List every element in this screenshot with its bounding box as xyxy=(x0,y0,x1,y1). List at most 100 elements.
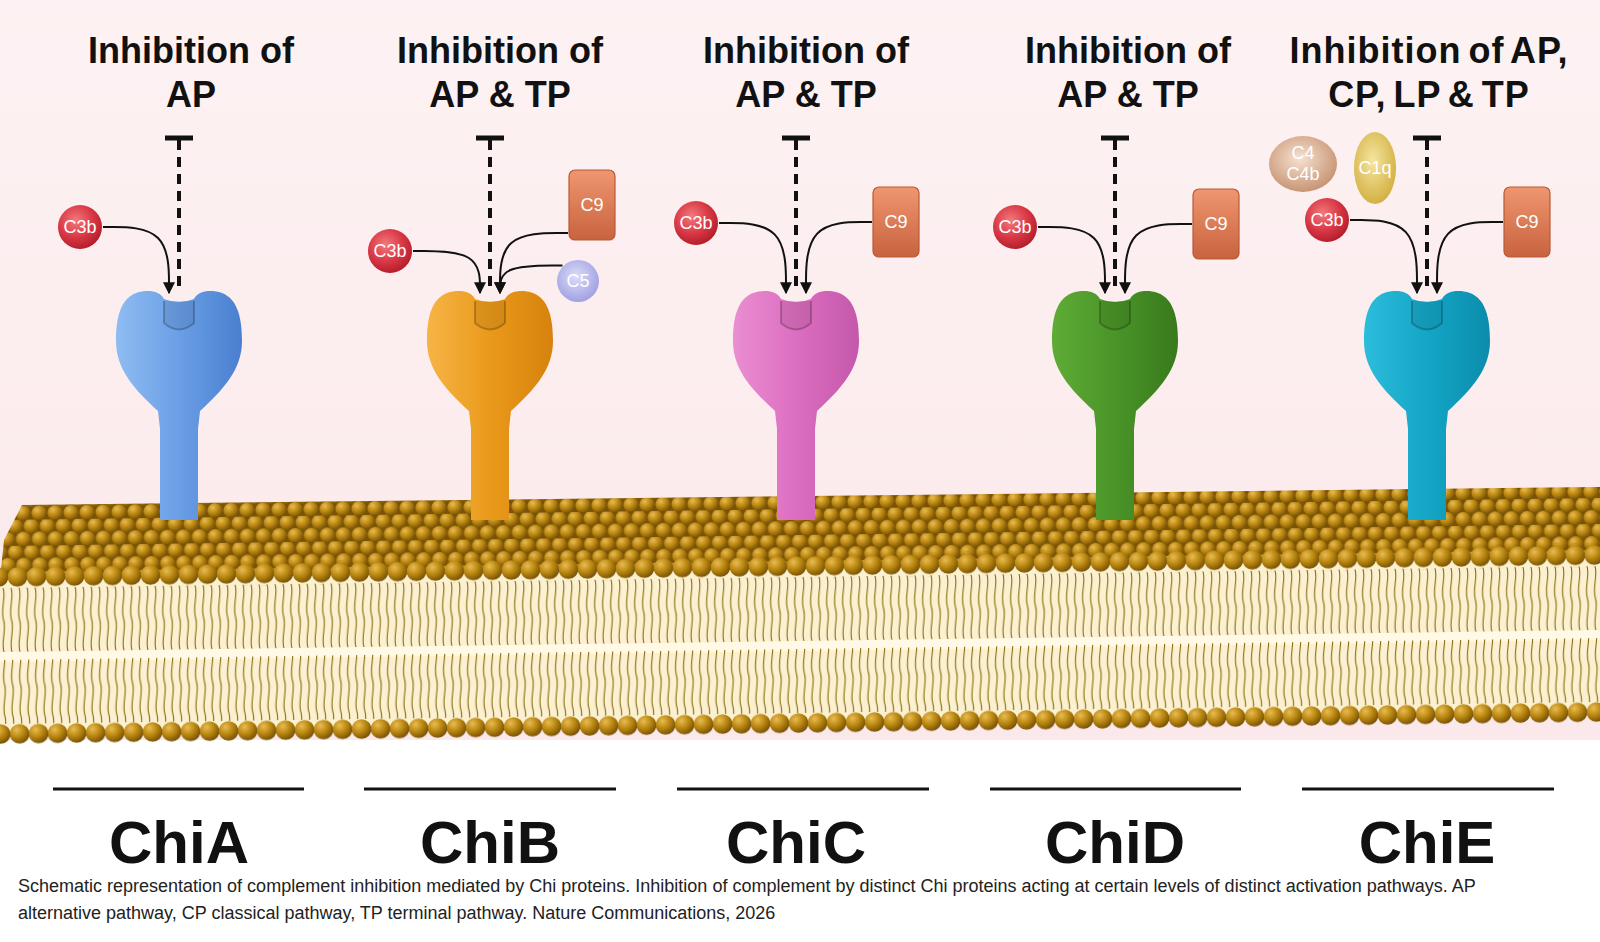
binding-arrow xyxy=(413,251,480,293)
inhibition-dashed-line xyxy=(794,140,798,290)
complement-component: C3b xyxy=(992,204,1038,250)
inhibition-bar xyxy=(1413,136,1441,141)
inhibition-bar xyxy=(476,136,504,141)
inhibition-dashed-line xyxy=(488,140,492,290)
protein-ellipse xyxy=(368,229,412,273)
protein-name: ChiE xyxy=(1297,808,1557,878)
binding-arrow xyxy=(806,222,872,293)
component-label: C9 xyxy=(884,212,907,233)
receptor-shape xyxy=(733,291,859,520)
inhibition-bar xyxy=(1101,136,1129,141)
name-rules xyxy=(53,788,1554,791)
binding-arrow xyxy=(1437,222,1503,293)
complement-component: C9 xyxy=(1192,188,1240,260)
protein-box xyxy=(873,187,919,257)
protein-ellipse xyxy=(1354,132,1396,204)
component-label: C1q xyxy=(1358,158,1391,179)
binding-pocket xyxy=(475,301,505,330)
component-label: C3b xyxy=(679,213,712,234)
name-rule xyxy=(990,788,1241,791)
name-rule xyxy=(364,788,616,791)
pathway-heading: Inhibition of AP, CP, LP & TP xyxy=(1289,29,1570,117)
protein-name: ChiB xyxy=(360,808,620,878)
binding-pocket xyxy=(1412,301,1442,330)
complement-component: C5 xyxy=(556,259,600,303)
protein-box xyxy=(569,170,615,240)
background xyxy=(0,0,1600,740)
component-label: C9 xyxy=(1515,212,1538,233)
complement-component: C9 xyxy=(872,186,920,258)
node-outline xyxy=(1050,289,1180,520)
component-label: C4 C4b xyxy=(1283,143,1323,185)
pathway-heading: Inhibition of AP & TP xyxy=(1008,29,1248,117)
receptor-shape xyxy=(1364,291,1490,520)
receptor-shape xyxy=(1052,291,1178,520)
pathway-heading: Inhibition of AP & TP xyxy=(380,29,620,117)
protein-name: ChiA xyxy=(49,808,309,878)
receptor-shape xyxy=(427,291,553,520)
protein-ellipse xyxy=(1305,198,1349,242)
component-label: C5 xyxy=(566,271,589,292)
inhibition-bar xyxy=(165,136,193,141)
protein-name: ChiC xyxy=(666,808,926,878)
chi-receptor: ChiB xyxy=(425,289,555,520)
binding-pocket xyxy=(1100,301,1130,330)
inhibition-bars xyxy=(165,138,1441,290)
protein-box xyxy=(1504,187,1550,257)
name-rule xyxy=(677,788,929,791)
node-outline xyxy=(731,289,861,520)
protein-ellipse xyxy=(557,260,599,302)
protein-ellipse xyxy=(993,205,1037,249)
component-label: C9 xyxy=(580,195,603,216)
complement-component: C3b xyxy=(1304,197,1350,243)
component-label: C3b xyxy=(1310,210,1343,231)
arrow-group xyxy=(103,220,1503,293)
binding-arrow xyxy=(103,227,169,293)
name-rule xyxy=(53,788,304,791)
component-label: C9 xyxy=(1204,214,1227,235)
protein-name: ChiD xyxy=(985,808,1245,878)
complement-component: C3b xyxy=(367,228,413,274)
inhibition-dashed-line xyxy=(1113,140,1117,290)
binding-arrow xyxy=(500,233,568,293)
complement-component: C9 xyxy=(568,169,616,241)
node-outline xyxy=(114,289,244,520)
pathway-heading: Inhibition of AP xyxy=(71,29,311,117)
protein-ellipse xyxy=(1269,136,1337,192)
component-label: C3b xyxy=(998,217,1031,238)
name-rule xyxy=(1302,788,1554,791)
binding-pocket xyxy=(781,301,811,330)
inhibition-dashed-line xyxy=(177,140,181,290)
inhibition-bar xyxy=(782,136,810,141)
protein-ellipse xyxy=(58,205,102,249)
receptor-shape xyxy=(116,291,242,520)
lipid-heads-upper-row xyxy=(0,543,1600,589)
complement-component: C1q xyxy=(1353,131,1397,205)
complement-component: C3b xyxy=(673,200,719,246)
component-label: C3b xyxy=(63,217,96,238)
chi-receptor: ChiE xyxy=(1362,289,1492,520)
binding-pocket xyxy=(164,301,194,330)
component-label: C3b xyxy=(373,241,406,262)
complement-component: C4 C4b xyxy=(1268,135,1338,193)
binding-arrow xyxy=(1038,227,1105,293)
inhibition-dashed-line xyxy=(1425,140,1429,290)
binding-arrow xyxy=(500,265,562,293)
node-outline xyxy=(425,289,555,520)
binding-arrow xyxy=(1125,224,1192,293)
binding-arrow xyxy=(719,223,786,293)
chi-receptor: ChiC xyxy=(731,289,861,520)
protein-box xyxy=(1193,189,1239,259)
protein-ellipse xyxy=(674,201,718,245)
lipid-heads-lower-row xyxy=(0,701,1600,745)
complement-component: C9 xyxy=(1503,186,1551,258)
figure-caption: Schematic representation of complement i… xyxy=(18,873,1538,927)
chi-receptor: ChiD xyxy=(1050,289,1180,520)
chi-receptor: ChiA xyxy=(114,289,244,520)
binding-arrow xyxy=(1350,220,1417,293)
complement-component: C3b xyxy=(57,204,103,250)
node-outline xyxy=(1362,289,1492,520)
